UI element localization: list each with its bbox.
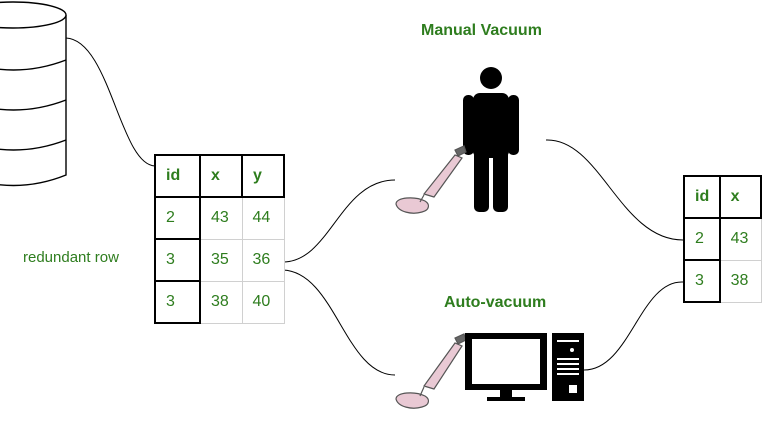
header-cell-y: y xyxy=(241,154,285,198)
source-table: id x y 2 43 44 3 35 36 3 38 40 xyxy=(154,154,285,324)
auto-vacuum-title: Auto-vacuum xyxy=(444,294,547,311)
table-cell: 3 xyxy=(154,280,201,324)
header-cell-id: id xyxy=(683,175,721,219)
table-header-row: id x xyxy=(683,175,762,219)
table-cell: 38 xyxy=(199,280,243,324)
auto-to-result-line xyxy=(583,281,684,371)
table-row: 3 38 40 xyxy=(154,280,285,324)
table-cell: 43 xyxy=(719,217,762,261)
db-to-table-line xyxy=(65,37,156,167)
database-icon xyxy=(0,1,67,187)
manual-to-result-line xyxy=(545,139,684,241)
table-cell: 2 xyxy=(154,196,201,240)
table-cell: 38 xyxy=(719,259,762,303)
table-to-manual-line xyxy=(282,179,396,263)
header-cell-x: x xyxy=(718,175,762,219)
manual-vacuum-title: Manual Vacuum xyxy=(421,22,542,39)
table-cell: 2 xyxy=(683,217,721,261)
result-table: id x 2 43 3 38 xyxy=(683,175,762,303)
table-cell: 35 xyxy=(199,238,243,282)
table-cell: 40 xyxy=(241,280,285,324)
table-row: 2 43 xyxy=(683,217,762,261)
header-cell-x: x xyxy=(199,154,243,198)
vacuum-cleaner-icon xyxy=(395,333,467,409)
table-cell: 44 xyxy=(241,196,285,240)
table-row: 3 38 xyxy=(683,259,762,303)
monitor-icon xyxy=(465,333,547,401)
redundant-row-label: redundant row xyxy=(23,249,119,266)
person-icon xyxy=(463,67,519,212)
table-cell: 43 xyxy=(199,196,243,240)
table-cell: 3 xyxy=(154,238,201,282)
vacuum-cleaner-icon xyxy=(395,145,467,214)
table-to-auto-line xyxy=(282,269,396,376)
table-row: 2 43 44 xyxy=(154,196,285,240)
table-header-row: id x y xyxy=(154,154,285,198)
table-row: 3 35 36 xyxy=(154,238,285,282)
table-cell: 36 xyxy=(241,238,285,282)
header-cell-id: id xyxy=(154,154,201,198)
connector-lines xyxy=(65,37,684,376)
table-cell: 3 xyxy=(683,259,721,303)
computer-tower-icon xyxy=(552,333,584,401)
